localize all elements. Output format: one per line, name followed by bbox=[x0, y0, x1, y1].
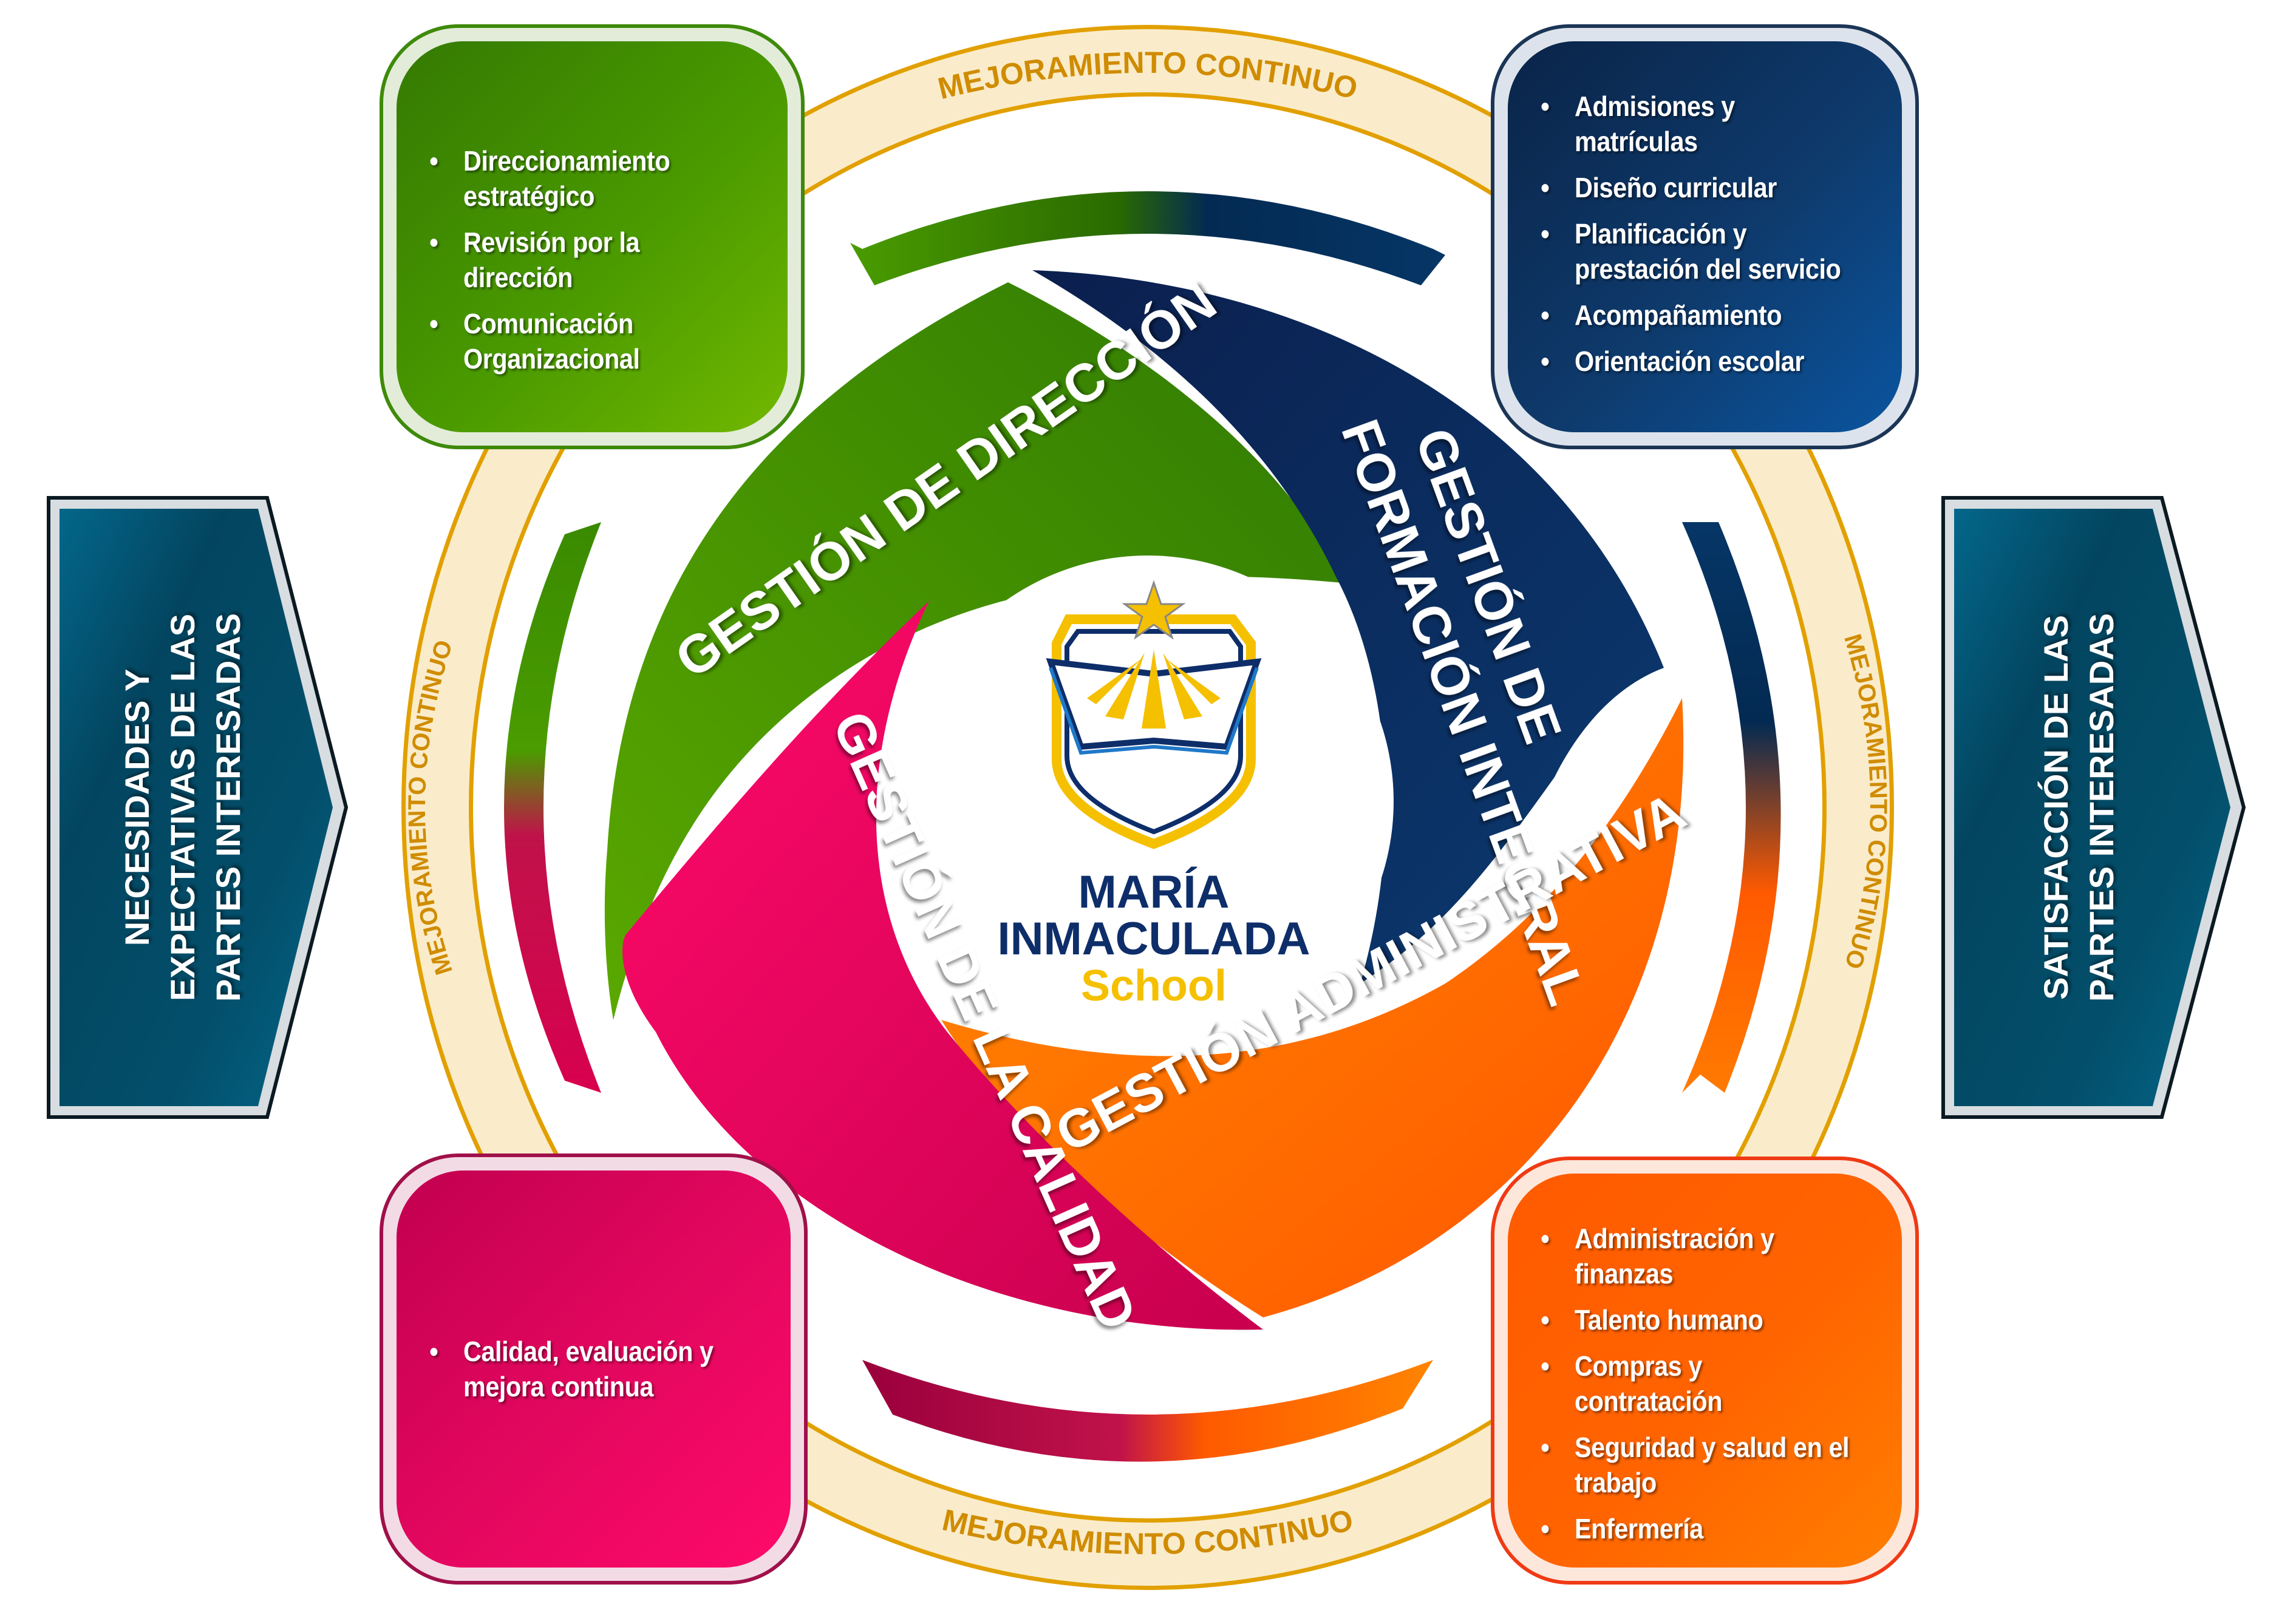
process-box-calidad: •Calidad, evaluación y mejora continua bbox=[380, 1153, 808, 1585]
list-item: •Compras y contratación bbox=[1541, 1348, 1853, 1419]
list-item: •Planificación y prestación del servicio bbox=[1541, 216, 1853, 287]
process-box-direccion: •Direccionamiento estratégico •Revisión … bbox=[380, 24, 805, 449]
list-item: •Admisiones y matrículas bbox=[1541, 89, 1853, 159]
bullet-icon: • bbox=[1541, 218, 1550, 250]
petal-gestion-formacion bbox=[1032, 270, 1664, 984]
list-item: •Seguridad y salud en el trabajo bbox=[1541, 1430, 1853, 1500]
arc-segment-right bbox=[1682, 522, 1781, 1093]
petal-gestion-calidad bbox=[622, 601, 1263, 1330]
arc-segment-top bbox=[850, 191, 1445, 285]
list-item: •Acompañamiento bbox=[1541, 297, 1853, 333]
process-box-direccion-body: •Direccionamiento estratégico •Revisión … bbox=[397, 41, 788, 432]
list-item: •Direccionamiento estratégico bbox=[429, 143, 739, 214]
administrativa-item-list: •Administración y finanzas •Talento huma… bbox=[1508, 1210, 1902, 1557]
list-item: •Talento humano bbox=[1541, 1302, 1853, 1337]
input-arrow-line-1: NECESIDADES Y bbox=[118, 669, 156, 946]
bullet-icon: • bbox=[429, 1336, 438, 1367]
shield-book-star-icon bbox=[1046, 580, 1262, 849]
input-arrow: NECESIDADES Y EXPECTATIVAS DE LAS PARTES… bbox=[47, 496, 349, 1119]
process-box-formacion: •Admisiones y matrículas •Diseño curricu… bbox=[1491, 24, 1919, 449]
bullet-icon: • bbox=[1541, 1350, 1550, 1382]
input-arrow-line-2: EXPECTATIVAS DE LAS bbox=[163, 614, 202, 1001]
petal-gestion-direccion bbox=[604, 282, 1342, 1020]
list-item: •Diseño curricular bbox=[1541, 170, 1853, 205]
output-arrow: SATISFACCIÓN DE LAS PARTES INTERESADAS bbox=[1941, 496, 2246, 1119]
arc-segment-left bbox=[504, 522, 601, 1093]
direccion-item-list: •Direccionamiento estratégico •Revisión … bbox=[397, 132, 788, 387]
bullet-icon: • bbox=[1541, 1304, 1550, 1336]
process-box-calidad-body: •Calidad, evaluación y mejora continua bbox=[397, 1170, 791, 1568]
logo-line-1: MARÍA bbox=[1078, 866, 1229, 918]
bullet-icon: • bbox=[1541, 90, 1550, 122]
process-box-formacion-body: •Admisiones y matrículas •Diseño curricu… bbox=[1508, 41, 1902, 432]
output-arrow-line-1: SATISFACCIÓN DE LAS bbox=[2037, 615, 2075, 1000]
continuous-improvement-ring bbox=[401, 25, 1894, 1590]
arc-segment-bottom bbox=[862, 1360, 1433, 1462]
bullet-icon: • bbox=[429, 308, 438, 339]
logo-line-3: School bbox=[1081, 962, 1227, 1010]
bullet-icon: • bbox=[1541, 299, 1550, 331]
output-arrow-line-2: PARTES INTERESADAS bbox=[2082, 613, 2121, 1002]
list-item: •Administración y finanzas bbox=[1541, 1221, 1853, 1291]
bullet-icon: • bbox=[1541, 172, 1550, 203]
process-box-administrativa-body: •Administración y finanzas •Talento huma… bbox=[1508, 1174, 1902, 1568]
list-item: •Revisión por la dirección bbox=[429, 225, 739, 295]
list-item: •Comunicación Organizacional bbox=[429, 306, 739, 376]
bullet-icon: • bbox=[429, 145, 438, 177]
input-arrow-line-3: PARTES INTERESADAS bbox=[209, 613, 247, 1002]
list-item: •Enfermería bbox=[1541, 1511, 1853, 1546]
formacion-item-list: •Admisiones y matrículas •Diseño curricu… bbox=[1508, 78, 1902, 390]
bullet-icon: • bbox=[1541, 1513, 1550, 1544]
school-logo: MARÍA INMACULADA School bbox=[997, 580, 1310, 1010]
list-item: •Orientación escolar bbox=[1541, 344, 1853, 379]
calidad-item-list: •Calidad, evaluación y mejora continua bbox=[397, 1323, 791, 1415]
list-item: •Calidad, evaluación y mejora continua bbox=[429, 1334, 741, 1404]
bullet-icon: • bbox=[1541, 1432, 1550, 1463]
bullet-icon: • bbox=[1541, 345, 1550, 377]
process-box-administrativa: •Administración y finanzas •Talento huma… bbox=[1491, 1157, 1919, 1585]
bullet-icon: • bbox=[429, 226, 438, 258]
logo-line-2: INMACULADA bbox=[997, 913, 1310, 965]
petal-gestion-administrativa bbox=[941, 698, 1684, 1317]
bullet-icon: • bbox=[1541, 1223, 1550, 1254]
